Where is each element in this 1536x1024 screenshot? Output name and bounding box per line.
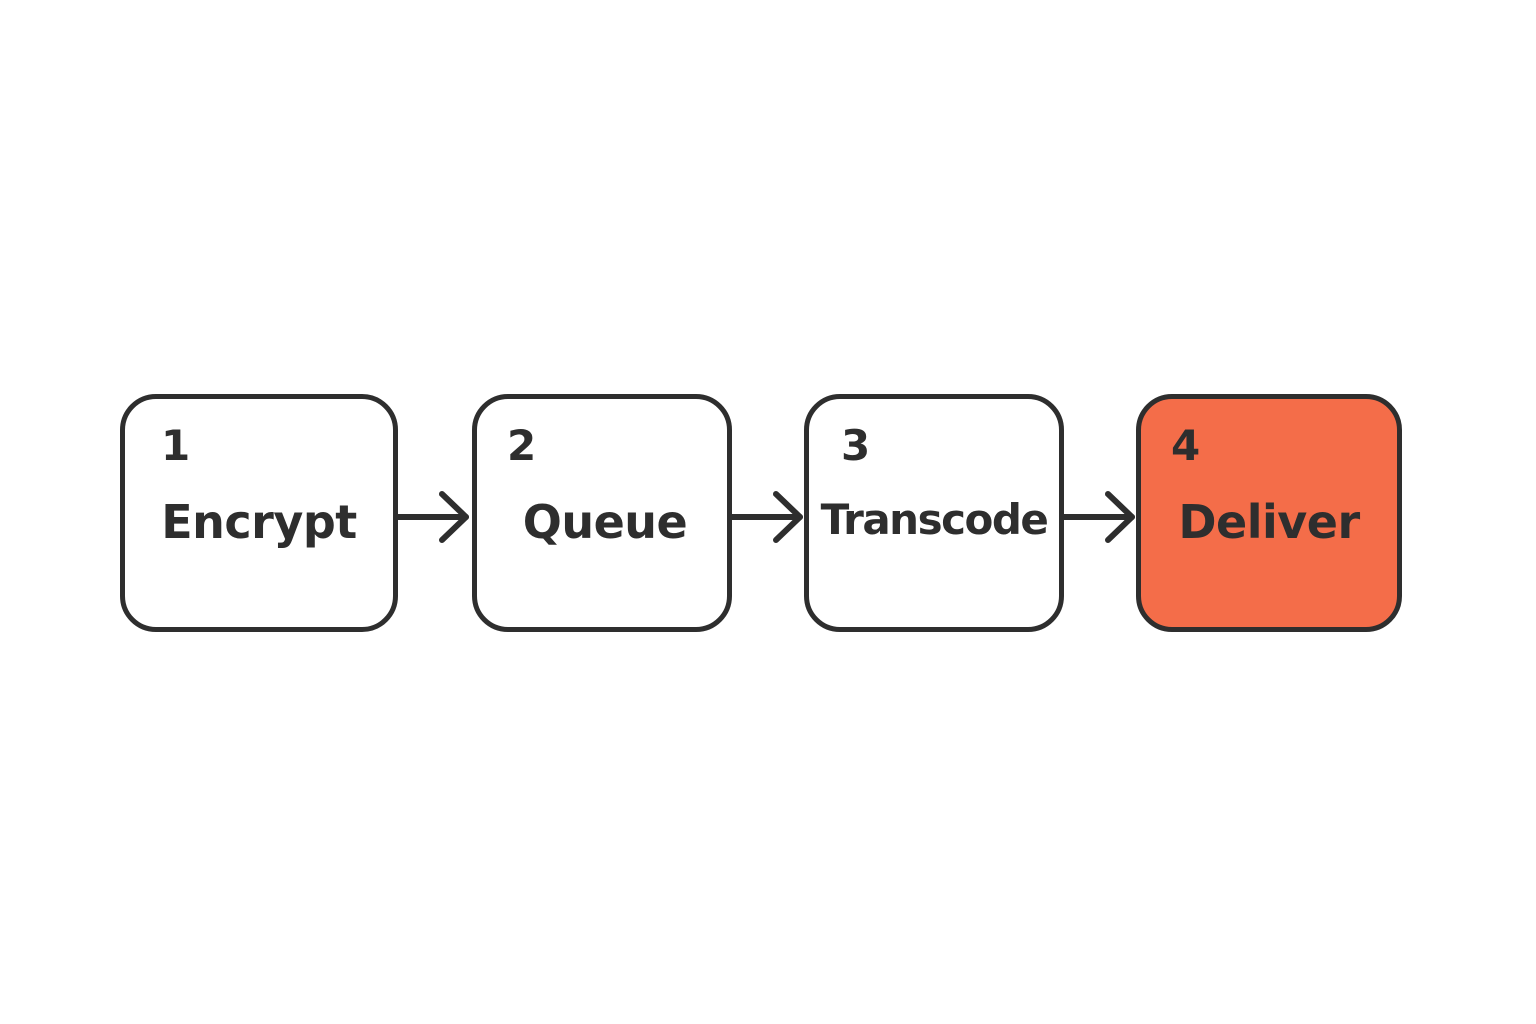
step-label: Encrypt xyxy=(161,495,357,549)
arrow-right-icon xyxy=(729,491,803,543)
step-encrypt: 1 Encrypt xyxy=(120,394,398,632)
step-number: 4 xyxy=(1171,421,1201,470)
step-queue: 2 Queue xyxy=(472,394,732,632)
step-label: Deliver xyxy=(1178,495,1360,549)
step-label: Queue xyxy=(522,495,688,549)
arrow-right-icon xyxy=(395,491,469,543)
step-number: 1 xyxy=(161,421,191,470)
step-label: Transcode xyxy=(820,495,1049,544)
step-transcode: 3 Transcode xyxy=(804,394,1064,632)
step-number: 3 xyxy=(841,421,871,470)
step-deliver: 4 Deliver xyxy=(1136,394,1402,632)
step-number: 2 xyxy=(507,421,537,470)
arrow-right-icon xyxy=(1061,491,1135,543)
